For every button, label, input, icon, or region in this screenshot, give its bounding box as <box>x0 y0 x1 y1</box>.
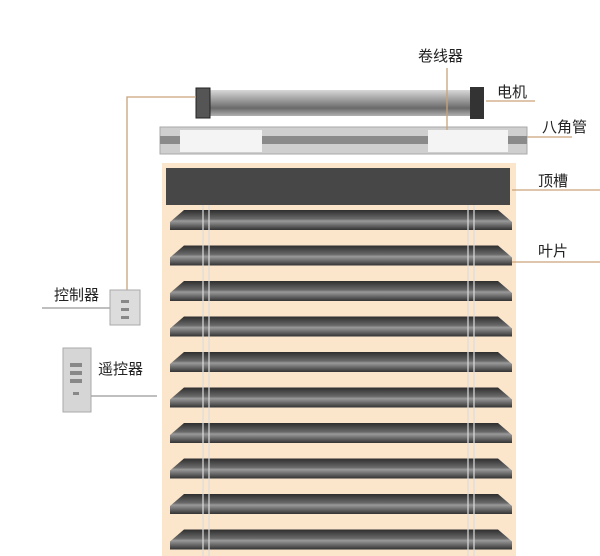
label-slats: 叶片 <box>538 242 569 260</box>
motor-tube <box>195 87 484 119</box>
label-controller: 控制器 <box>54 286 100 304</box>
headrail <box>166 168 510 205</box>
slat <box>170 316 512 337</box>
slat <box>170 281 512 301</box>
slat <box>170 423 512 443</box>
slat <box>170 529 512 550</box>
wall-controller <box>109 289 141 326</box>
slat <box>170 458 512 479</box>
label-headrail: 顶槽 <box>538 172 569 190</box>
label-remote: 遥控器 <box>98 360 144 378</box>
label-motor: 电机 <box>497 83 528 101</box>
slat <box>170 210 512 230</box>
label-octagonal-tube: 八角管 <box>542 118 588 136</box>
slat <box>170 387 512 408</box>
leader-lines <box>126 68 600 290</box>
slat <box>170 352 512 372</box>
slat <box>170 494 512 514</box>
slat <box>170 245 512 266</box>
octagonal-tube <box>159 126 528 155</box>
label-winder: 卷线器 <box>418 47 464 65</box>
remote-control <box>62 347 92 413</box>
